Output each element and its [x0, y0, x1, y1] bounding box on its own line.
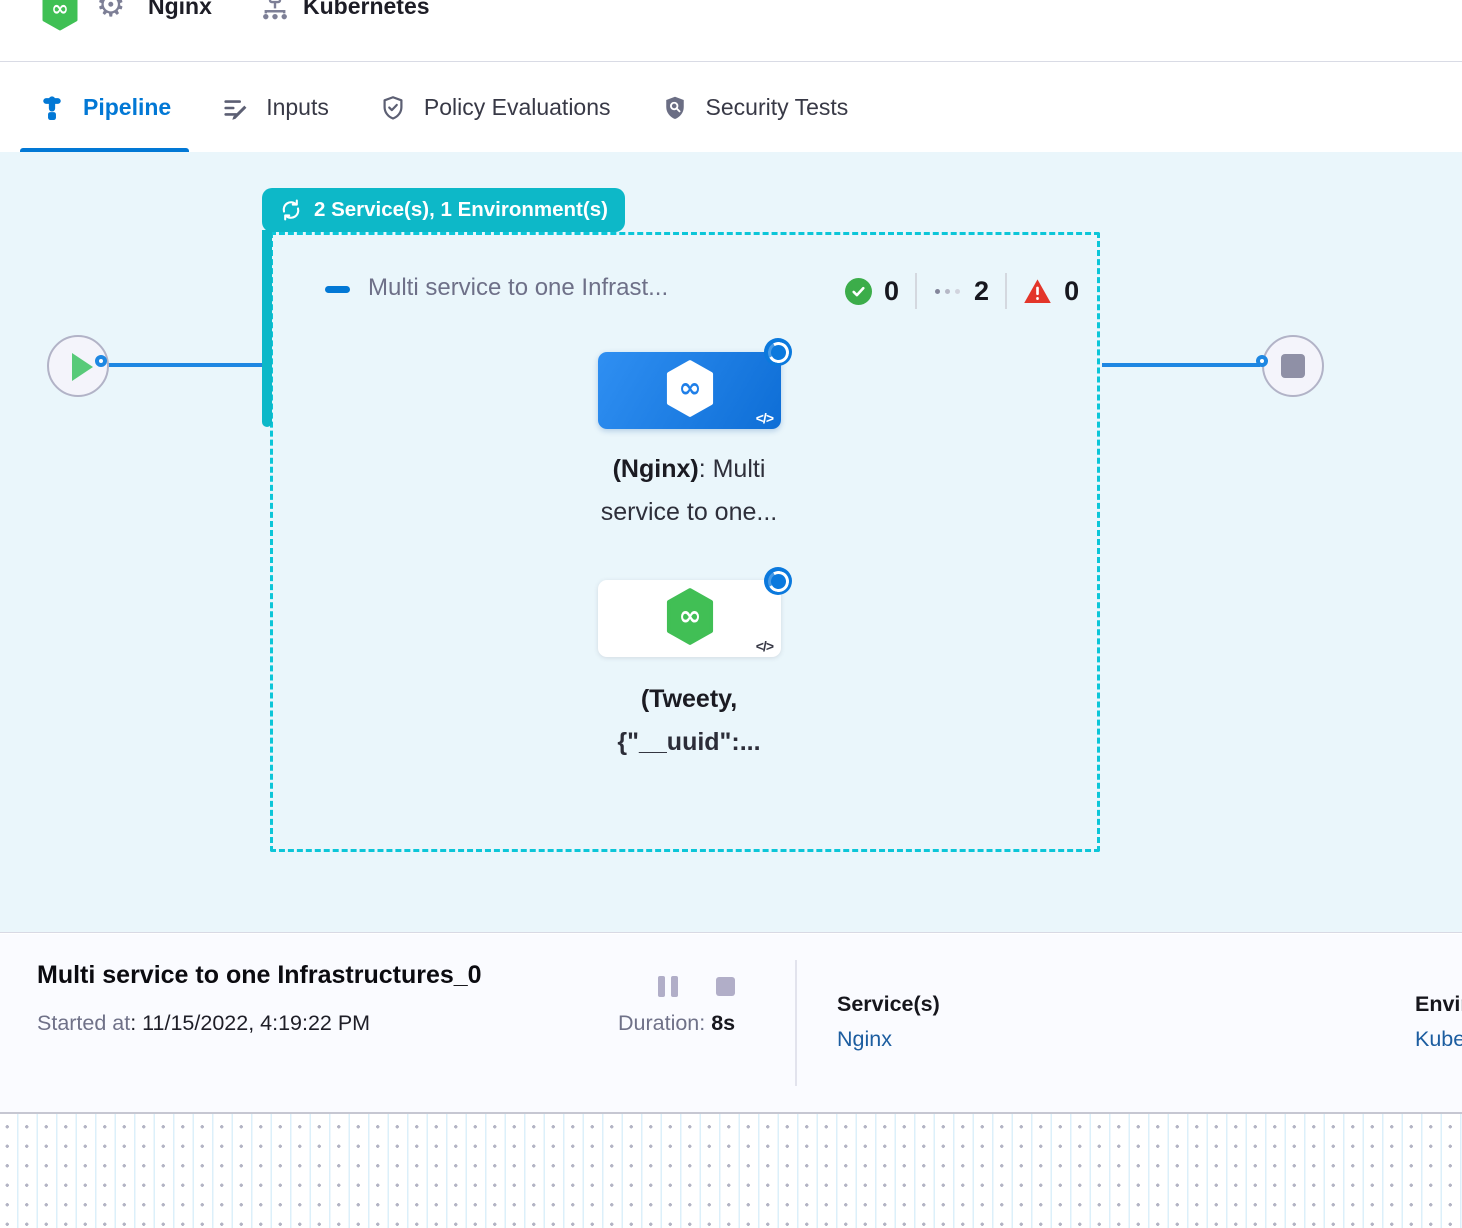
step-subtitle: {"__uuid":... — [617, 728, 761, 756]
running-spinner-icon — [764, 567, 792, 595]
stop-icon — [1281, 354, 1305, 378]
harness-service-icon: ∞ — [42, 0, 78, 31]
step-card-tweety[interactable]: ∞ </> — [598, 580, 781, 657]
pipeline-start-node[interactable] — [47, 335, 109, 397]
step-name-rest: : Multi — [698, 455, 766, 483]
code-glyph: </> — [755, 410, 774, 426]
success-count: 0 — [884, 275, 900, 306]
running-dots-icon — [935, 288, 961, 294]
loop-refresh-icon — [282, 199, 300, 221]
stage-selection-box[interactable] — [270, 232, 1100, 852]
tab-security-tests[interactable]: Security Tests — [661, 63, 849, 152]
duration-label: Duration: — [618, 1011, 712, 1035]
error-warning-icon — [1024, 278, 1051, 303]
pipeline-icon — [43, 95, 61, 120]
started-at: Started at: 11/15/2022, 4:19:22 PM — [37, 1011, 370, 1036]
pipeline-end-node[interactable] — [1262, 335, 1324, 397]
duration-value: 8s — [711, 1011, 736, 1035]
step-name-bold: (Nginx) — [612, 455, 699, 483]
divider — [915, 273, 918, 309]
environment-icon — [263, 0, 287, 20]
start-node-port — [95, 355, 107, 367]
started-at-label: Started at — [37, 1011, 131, 1035]
started-at-value: : 11/15/2022, 4:19:22 PM — [130, 1011, 371, 1035]
divider — [1005, 273, 1008, 309]
services-label: Service(s) — [837, 992, 940, 1016]
success-check-icon — [845, 277, 872, 305]
harness-step-icon: ∞ — [663, 587, 717, 650]
policy-shield-check-icon — [383, 95, 403, 120]
service-environment-badge[interactable]: 2 Service(s), 1 Environment(s) — [262, 188, 625, 232]
tab-policy-evaluations-label: Policy Evaluations — [423, 94, 611, 120]
svg-text:∞: ∞ — [678, 371, 701, 404]
active-tab-underline — [20, 148, 190, 152]
harness-step-icon: ∞ — [663, 359, 717, 422]
svg-text:∞: ∞ — [51, 0, 69, 21]
service-environment-badge-label: 2 Service(s), 1 Environment(s) — [314, 198, 608, 221]
end-node-port — [1256, 355, 1268, 367]
step-name-bold: (Tweety, — [640, 685, 738, 713]
abort-button[interactable] — [716, 977, 735, 996]
breadcrumb-environment[interactable]: Kubernetes — [303, 0, 430, 19]
edge-stage-to-end — [1102, 363, 1260, 367]
step-label-nginx: (Nginx): Multi service to one... — [539, 448, 839, 534]
tabbar: Pipeline Inputs Policy Evaluations Secur — [0, 63, 1462, 152]
tab-inputs-label: Inputs — [266, 94, 329, 120]
security-shield-scan-icon — [665, 96, 684, 119]
failed-count: 0 — [1064, 275, 1080, 306]
environments-value-link[interactable]: Kubernetes — [1415, 1027, 1462, 1051]
tab-pipeline[interactable]: Pipeline — [20, 63, 190, 152]
step-subtitle: service to one... — [600, 498, 778, 526]
inputs-icon — [224, 99, 247, 120]
stage-title: Multi service to one Infrast... — [368, 274, 669, 301]
services-value-link[interactable]: Nginx — [837, 1027, 892, 1051]
step-card-nginx[interactable]: ∞ </> — [598, 352, 781, 429]
code-glyph: </> — [755, 638, 774, 654]
console-grid-area[interactable] — [0, 1112, 1462, 1228]
pipeline-canvas: 2 Service(s), 1 Environment(s) Multi ser… — [0, 152, 1462, 933]
gear-icon: ⚙ — [96, 0, 126, 23]
svg-text:∞: ∞ — [678, 599, 701, 632]
collapse-stage-icon[interactable] — [325, 286, 350, 293]
tab-pipeline-label: Pipeline — [83, 94, 172, 120]
step-label-tweety: (Tweety, {"__uuid":... — [539, 678, 839, 764]
tab-security-tests-label: Security Tests — [705, 94, 849, 120]
execution-summary-bar: Multi service to one Infrastructures_0 S… — [0, 934, 1462, 1112]
pause-button[interactable] — [658, 976, 678, 997]
stage-status-counts: 0 2 0 — [845, 273, 1079, 309]
duration: Duration: 8s — [618, 1011, 735, 1036]
play-icon — [72, 353, 93, 381]
badge-tail-bar — [262, 230, 272, 427]
running-spinner-icon — [764, 338, 792, 366]
running-count: 2 — [974, 275, 990, 306]
breadcrumb-service[interactable]: Nginx — [148, 0, 212, 19]
breadcrumb: ∞ ⚙ Nginx Kubernetes — [0, 0, 1462, 62]
edge-start-to-stage — [108, 363, 262, 367]
environments-label: Environment(s) — [1415, 992, 1462, 1016]
execution-title: Multi service to one Infrastructures_0 — [37, 961, 482, 989]
tab-policy-evaluations[interactable]: Policy Evaluations — [379, 63, 611, 152]
divider — [795, 960, 797, 1086]
tab-inputs[interactable]: Inputs — [221, 63, 329, 152]
